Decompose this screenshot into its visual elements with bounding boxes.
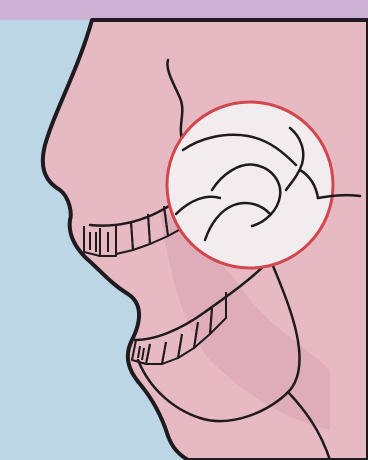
top-band bbox=[0, 0, 368, 20]
joint-circle-icon bbox=[167, 102, 333, 268]
